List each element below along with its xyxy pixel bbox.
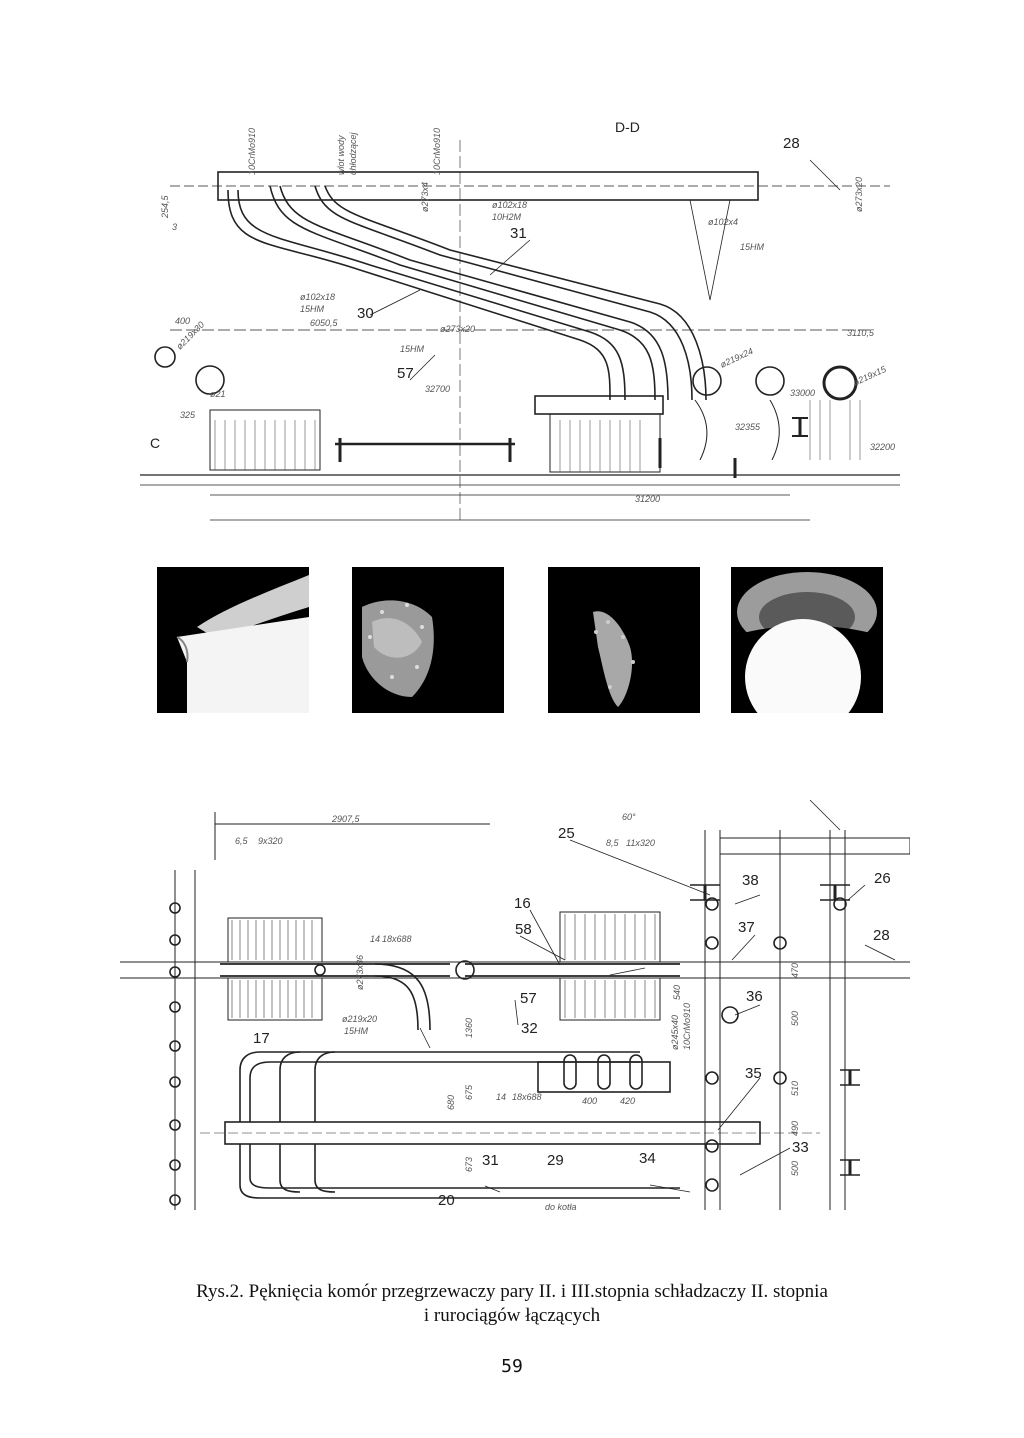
- dim-text: ø219x24: [719, 346, 755, 370]
- dim-text: 10CrMo910: [247, 128, 257, 175]
- callout-57: 57: [520, 990, 537, 1007]
- dim-text: 31200: [635, 494, 660, 504]
- dim-text: 8,5: [606, 838, 620, 848]
- callout-16: 16: [514, 895, 531, 912]
- dim-text: 32355: [735, 422, 761, 432]
- dim-text: 680: [446, 1095, 456, 1110]
- dim-text: 500: [790, 1161, 800, 1176]
- dim-text: ø102x18: [492, 200, 527, 210]
- dim-text: ø219x20: [342, 1014, 377, 1024]
- dim-text: 254,5: [160, 194, 170, 219]
- dim-text: 60°: [622, 812, 636, 822]
- dim-text: C: [150, 435, 160, 451]
- dim-text: 10CrMo910: [432, 128, 442, 175]
- callout-57: 57: [397, 365, 414, 382]
- callout-30: 30: [357, 305, 374, 322]
- callout-33: 33: [792, 1139, 809, 1156]
- dim-text: ø245x40: [670, 1015, 680, 1050]
- dim-text: chłodzącej: [348, 131, 358, 175]
- dim-text: 500: [790, 1011, 800, 1026]
- callout-38: 38: [742, 872, 759, 889]
- callout-29: 29: [547, 1152, 564, 1169]
- dim-text: 6050,5: [310, 318, 339, 328]
- section-label: D-D: [615, 119, 640, 135]
- callout-31: 31: [510, 225, 527, 242]
- dim-text: 18x688: [382, 934, 412, 944]
- callout-31: 31: [482, 1152, 499, 1169]
- dim-text: ø102x4: [708, 217, 738, 227]
- callout-35: 35: [745, 1065, 762, 1082]
- dim-text: 675: [464, 1084, 474, 1100]
- page-number: 59: [501, 1356, 523, 1377]
- dim-text: 32700: [425, 384, 450, 394]
- dim-text: ø219x15: [852, 364, 889, 388]
- dim-text: ø273x20: [440, 324, 475, 334]
- dim-text: 2907,5: [331, 814, 361, 824]
- dim-text: 9x320: [258, 836, 283, 846]
- dim-text: 15HM: [300, 304, 325, 314]
- dim-text: 540: [672, 985, 682, 1000]
- dim-text: 14: [496, 1092, 506, 1102]
- dim-text: wlot wody: [336, 135, 346, 175]
- dim-text: 325: [180, 410, 196, 420]
- dim-text: 400: [175, 316, 190, 326]
- dim-text: 490: [790, 1121, 800, 1136]
- callout-28: 28: [873, 927, 890, 944]
- callout-17: 17: [253, 1030, 270, 1047]
- dim-text: 10H2M: [492, 212, 522, 222]
- dim-text: 15HM: [400, 344, 425, 354]
- dim-text: ø21: [210, 389, 226, 399]
- dim-text: 11x320: [626, 838, 655, 848]
- callout-26: 26: [874, 870, 891, 887]
- dim-text: 14: [370, 934, 380, 944]
- dim-text: 6,5: [235, 836, 249, 846]
- callout-37: 37: [738, 919, 755, 936]
- dim-text: 510: [790, 1081, 800, 1096]
- dim-text: 420: [620, 1096, 635, 1106]
- callout-28: 28: [783, 135, 800, 152]
- figure-caption-line1: Rys.2. Pęknięcia komór przegrzewaczy par…: [196, 1281, 828, 1302]
- dim-text: ø273x20: [854, 177, 864, 212]
- crack-photo-3: [548, 567, 700, 713]
- crack-photo-4: [731, 567, 883, 713]
- callout-32: 32: [521, 1020, 538, 1037]
- dim-text: ø273x4: [420, 182, 430, 212]
- dim-text: do kotła: [545, 1202, 577, 1212]
- dim-text: 1360: [464, 1018, 474, 1038]
- dim-text: 400: [582, 1096, 597, 1106]
- dim-text: 32200: [870, 442, 895, 452]
- dim-text: ø102x18: [300, 292, 335, 302]
- dim-text: 15HM: [740, 242, 765, 252]
- dim-text: 3110,5: [847, 328, 875, 338]
- dim-text: 18x688: [512, 1092, 542, 1102]
- figure-caption-line2: i rurociągów łączących: [423, 1305, 601, 1326]
- dim-text: 33000: [790, 388, 815, 398]
- callout-58: 58: [515, 921, 532, 938]
- dim-text: 15HM: [344, 1026, 369, 1036]
- crack-photo-1: [157, 567, 309, 713]
- top-technical-drawing: D-D 28 31 30 57 254,5 3 10CrMo910 wlot w…: [140, 119, 900, 521]
- callout-20: 20: [438, 1192, 455, 1209]
- crack-photo-2: [352, 567, 504, 713]
- bottom-technical-drawing: 25 38 26 16 58 37 28 17 36 57 32 35 31 2…: [120, 800, 910, 1212]
- dim-text: 470: [790, 963, 800, 978]
- callout-25: 25: [558, 825, 575, 842]
- callout-36: 36: [746, 988, 763, 1005]
- callout-34: 34: [639, 1150, 656, 1167]
- dim-text: 673: [464, 1157, 474, 1172]
- dim-text: 10CrMo910: [682, 1003, 692, 1050]
- dim-text: ø273x36: [355, 955, 365, 990]
- dim-text: 3: [172, 222, 177, 232]
